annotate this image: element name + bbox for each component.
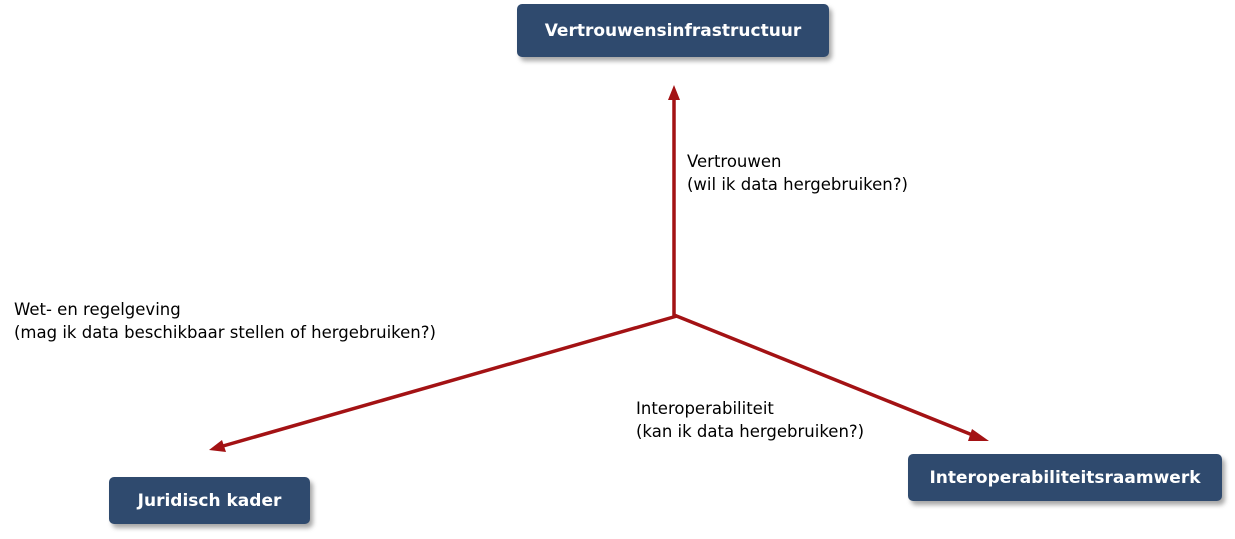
label-legal: Wet- en regelgeving (mag ik data beschik… <box>14 298 436 344</box>
label-legal-line2: (mag ik data beschikbaar stellen of herg… <box>14 323 436 342</box>
arrowhead-left <box>209 440 226 452</box>
label-interop-line1: Interoperabiliteit <box>636 399 774 418</box>
node-juridisch-kader: Juridisch kader <box>109 477 310 524</box>
label-legal-line1: Wet- en regelgeving <box>14 300 181 319</box>
label-trust-line1: Vertrouwen <box>687 152 782 171</box>
label-interop: Interoperabiliteit (kan ik data hergebru… <box>636 397 864 443</box>
arrowhead-up <box>668 85 680 100</box>
arrow-right-interop <box>673 313 976 438</box>
label-interop-line2: (kan ik data hergebruiken?) <box>636 422 865 441</box>
node-vertrouwensinfrastructuur: Vertrouwensinfrastructuur <box>517 4 829 57</box>
arrowhead-right <box>968 429 989 441</box>
node-interoperabiliteitsraamwerk: Interoperabiliteitsraamwerk <box>908 454 1222 501</box>
label-trust: Vertrouwen (wil ik data hergebruiken?) <box>687 150 908 196</box>
label-trust-line2: (wil ik data hergebruiken?) <box>687 175 908 194</box>
arrow-left-legal <box>222 314 678 448</box>
